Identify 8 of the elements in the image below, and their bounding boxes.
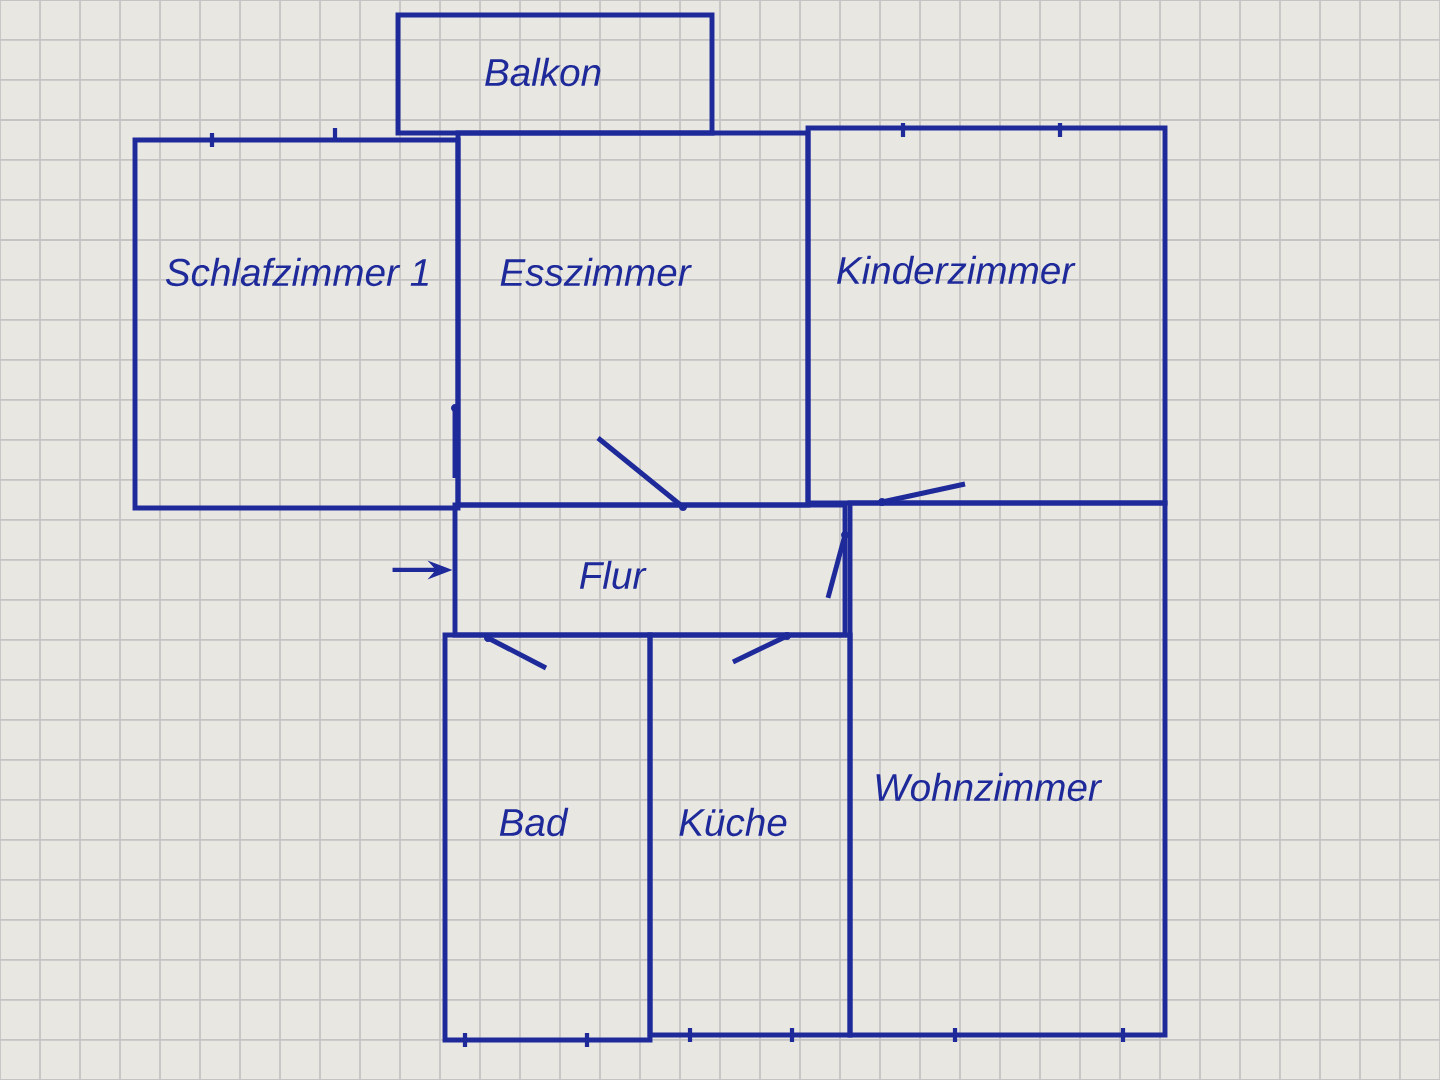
room-box: Balkon (395, 12, 715, 136)
room-box: Flur (452, 502, 848, 638)
room-box: Küche (647, 632, 853, 1038)
room-box: Bad (442, 632, 653, 1043)
room-box: Wohnzimmer (847, 500, 1168, 1038)
room-box: Kinderzimmer (805, 125, 1168, 506)
room-box: Esszimmer (455, 130, 811, 508)
room-box: Schlafzimmer 1 (132, 137, 461, 511)
